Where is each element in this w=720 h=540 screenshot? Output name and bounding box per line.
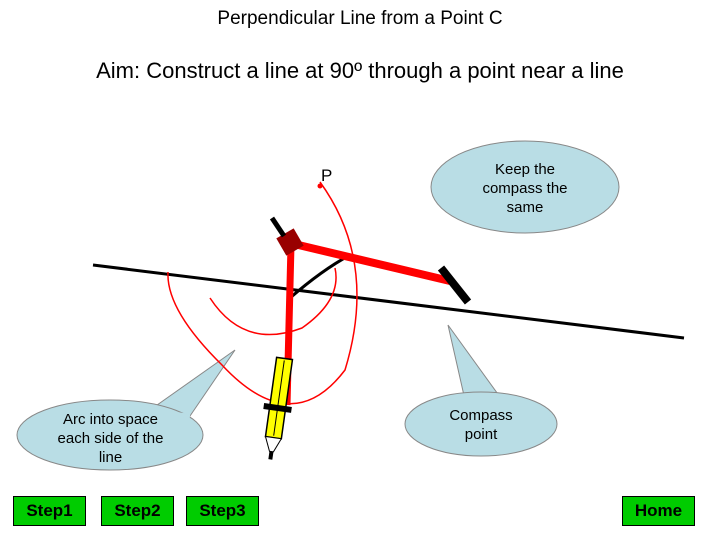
step1-button[interactable]: Step1 (13, 496, 86, 526)
compass-arm-horizontal (289, 239, 451, 285)
step2-button[interactable]: Step2 (101, 496, 174, 526)
pencil (263, 356, 294, 460)
base-line (92, 263, 685, 340)
callout-keep-compass-text: Keep the compass the same (482, 161, 568, 216)
callout-compass-point (404, 324, 558, 457)
home-button[interactable]: Home (622, 496, 695, 526)
page-title: Perpendicular Line from a Point C (217, 8, 503, 29)
compass-point-tip (437, 265, 472, 305)
step3-button[interactable]: Step3 (186, 496, 259, 526)
compass-hinge (269, 216, 304, 256)
aim-text: Aim: Construct a line at 90º through a p… (96, 58, 624, 83)
callout-compass-point-text: Compass point (449, 407, 513, 443)
callout-keep-compass (430, 140, 620, 234)
arc-small (209, 267, 337, 336)
point-p-label: P (321, 166, 333, 185)
callout-arc-into-space (16, 349, 236, 471)
point-p-marker (317, 183, 323, 189)
callout-arc-into-space-text: Arc into space each side of the line (57, 411, 164, 466)
